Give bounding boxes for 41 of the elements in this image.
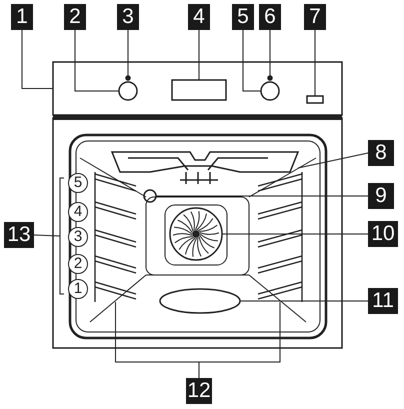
leader-line [198,302,280,378]
top-heating-element [110,151,300,185]
callout-number: 7 [304,4,326,30]
callout-number: 2 [64,4,86,30]
leader-line [240,300,368,302]
callout-number: 6 [259,4,281,30]
shelf-support-drawing [257,172,303,302]
shelf-level-number: 4 [68,202,88,222]
callout-number: 1 [11,4,33,30]
shelf-level-number: 5 [68,173,88,193]
leader-line [198,30,200,80]
control-panel [52,61,343,116]
shelf-level-number: 1 [68,279,88,299]
leader-line [22,30,54,89]
display [171,79,227,101]
callout-number: 4 [188,4,210,30]
leader-line [34,234,60,236]
indicator-lamp [267,75,273,81]
callout-number: 3 [117,4,139,30]
shelf-support-drawing [94,172,137,302]
callout-number: 13 [4,222,34,248]
oven-lamp [143,189,157,203]
control-knob [260,81,280,101]
callout-number: 10 [368,221,398,247]
shelf-level-number: 2 [68,254,88,274]
leader-line [242,30,262,92]
bracket [60,178,64,294]
push-button [306,95,324,104]
callout-number: 5 [232,4,254,30]
fan-drawing [169,207,223,261]
leader-line [74,30,120,92]
callout-number: 8 [368,140,394,166]
callout-number: 12 [186,378,212,404]
bottom-heating-element [159,288,241,314]
leader-line [314,30,316,96]
shelf-level-number: 3 [68,227,88,247]
callout-number: 9 [368,183,394,209]
callout-number: 11 [368,288,398,314]
control-knob [118,81,138,101]
indicator-lamp [125,75,131,81]
leader-line [298,152,368,168]
